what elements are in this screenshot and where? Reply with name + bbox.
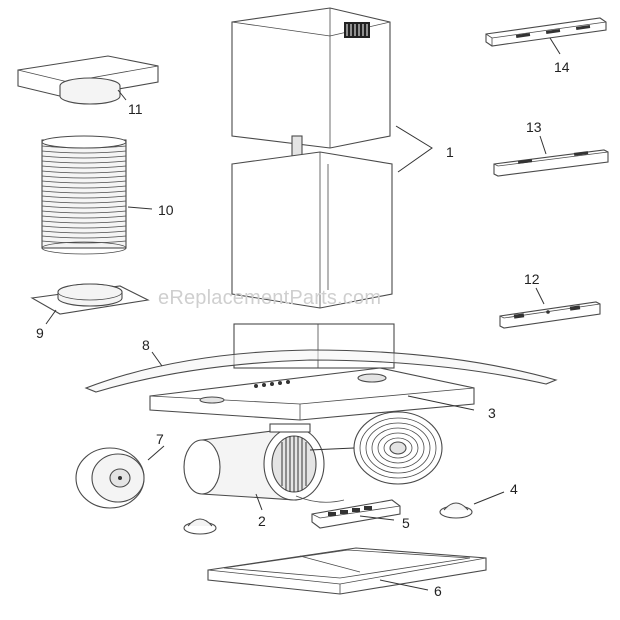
part-1-lower-chimney[interactable] xyxy=(231,151,393,309)
callout-9: 9 xyxy=(36,325,44,341)
callout-3: 3 xyxy=(488,405,496,421)
part-10-leader xyxy=(127,206,153,210)
part-9-outlet-flange[interactable] xyxy=(30,283,150,315)
callout-12: 12 xyxy=(524,271,540,287)
part-10-flexible-duct[interactable] xyxy=(41,135,127,255)
part-6-leader xyxy=(379,579,429,591)
part-3-hood-body[interactable] xyxy=(149,323,475,421)
callout-1: 1 xyxy=(446,144,454,160)
part-7-blower-cover[interactable] xyxy=(75,447,145,509)
callout-7: 7 xyxy=(156,431,164,447)
callout-2: 2 xyxy=(258,513,266,529)
part-8-glass-canopy[interactable] xyxy=(84,349,558,393)
watermark: eReplacementParts.com xyxy=(158,287,381,309)
part-13-middle-bracket[interactable] xyxy=(493,149,609,177)
part-6-grease-filter[interactable] xyxy=(207,547,487,595)
callout-5: 5 xyxy=(402,515,410,531)
part-12-leader xyxy=(535,287,545,305)
part-14-leader xyxy=(549,37,561,55)
callout-8: 8 xyxy=(142,337,150,353)
callout-10: 10 xyxy=(158,202,174,218)
part-13-leader xyxy=(539,135,547,155)
part-2-leader xyxy=(255,493,263,511)
part-7-leader xyxy=(147,445,165,461)
part-2-blower-motor[interactable] xyxy=(183,423,345,503)
callout-13: 13 xyxy=(526,119,542,135)
callout-11: 11 xyxy=(128,101,143,117)
part-12-lower-bracket[interactable] xyxy=(499,301,601,329)
duct-ribs xyxy=(41,145,127,244)
part-1-upper-chimney[interactable] xyxy=(231,7,391,157)
part-9-leader xyxy=(45,309,57,325)
callout-6: 6 xyxy=(434,583,442,599)
callout-14: 14 xyxy=(554,59,570,75)
part-14-upper-bracket[interactable] xyxy=(485,17,607,47)
blower-wheel xyxy=(281,436,307,492)
part-4-leader xyxy=(473,491,505,505)
part-8-leader xyxy=(151,351,163,367)
mesh-filter-leader xyxy=(309,447,355,451)
part-4-lamp[interactable] xyxy=(439,502,473,519)
callout-4: 4 xyxy=(510,481,518,497)
part-5-control-board[interactable] xyxy=(311,499,401,529)
part-11-leader xyxy=(117,89,127,101)
lamp-left[interactable] xyxy=(183,518,217,535)
mesh-filter-disc[interactable] xyxy=(353,411,443,485)
vent-slots xyxy=(344,22,370,38)
control-buttons xyxy=(254,380,290,388)
part-1-leader xyxy=(395,125,433,173)
part-3-leader xyxy=(407,395,475,411)
part-5-leader xyxy=(359,515,395,521)
part-11-duct-collar[interactable] xyxy=(17,55,159,105)
